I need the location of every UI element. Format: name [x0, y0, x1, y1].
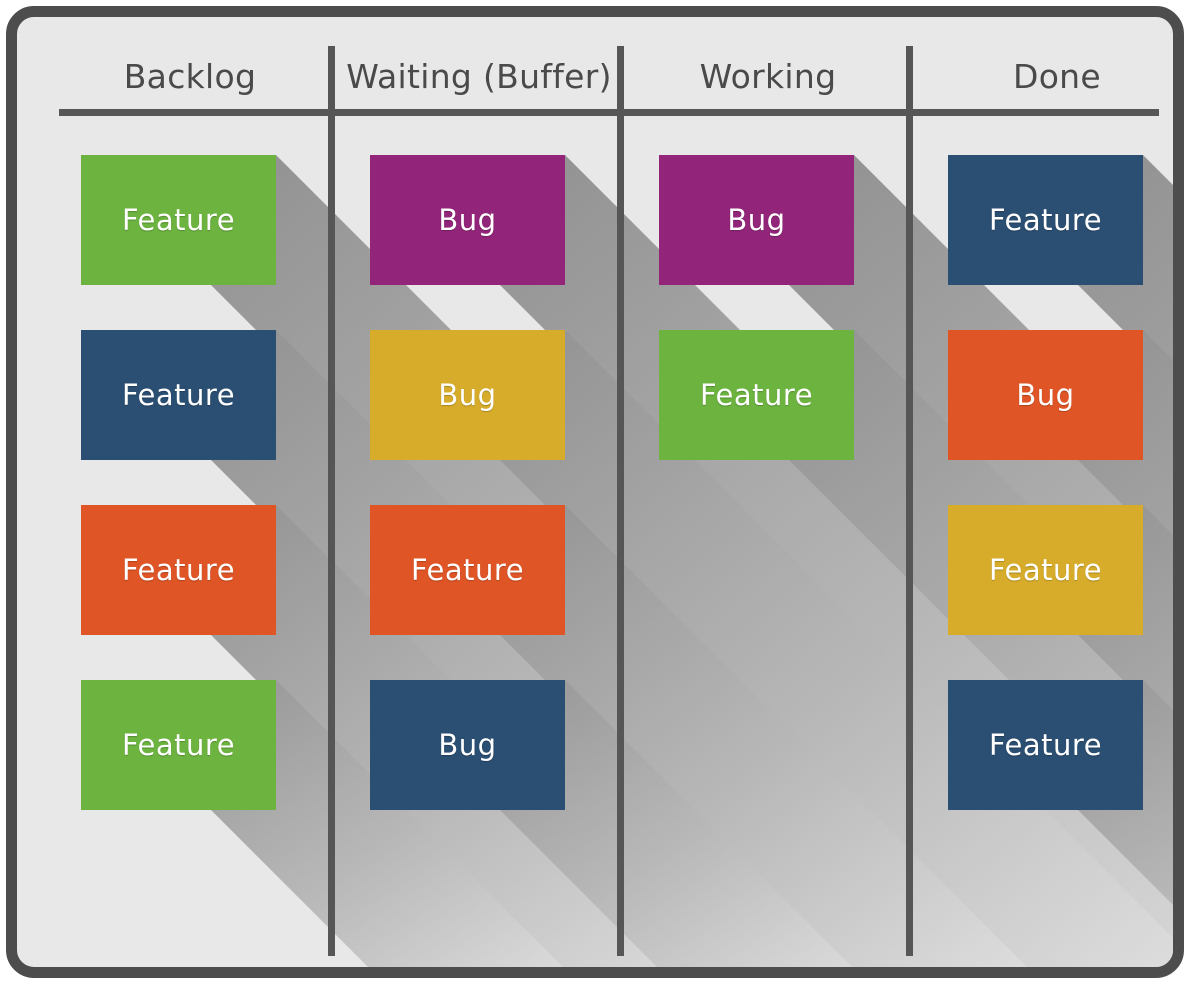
card-bug[interactable]: Bug — [948, 330, 1143, 460]
card-feature[interactable]: Feature — [81, 330, 276, 460]
card-label: Feature — [121, 553, 236, 587]
card-bug[interactable]: Bug — [370, 680, 565, 810]
card-label: Feature — [410, 553, 525, 587]
card-label: Feature — [121, 378, 236, 412]
card-feature[interactable]: Feature — [81, 505, 276, 635]
card-slot: Bug — [948, 330, 1173, 555]
card-label: Bug — [1016, 378, 1075, 412]
card-label: Feature — [121, 203, 236, 237]
column-header-done: Done — [1012, 57, 1102, 96]
card-bug[interactable]: Bug — [370, 330, 565, 460]
card-feature[interactable]: Feature — [659, 330, 854, 460]
card-slot: Feature — [948, 680, 1173, 905]
card-slot: Feature — [81, 505, 738, 967]
card-feature[interactable]: Feature — [948, 680, 1143, 810]
card-label: Feature — [988, 553, 1103, 587]
card-bug[interactable]: Bug — [659, 155, 854, 285]
column-divider-3 — [906, 46, 913, 956]
card-feature[interactable]: Feature — [81, 155, 276, 285]
card-label: Feature — [988, 203, 1103, 237]
column-divider-2 — [617, 46, 624, 956]
card-label: Bug — [727, 203, 786, 237]
card-label: Feature — [988, 728, 1103, 762]
card-label: Feature — [121, 728, 236, 762]
card-label: Feature — [699, 378, 814, 412]
column-header-backlog: Backlog — [123, 57, 257, 96]
card-long-shadow — [948, 680, 1173, 967]
card-bug[interactable]: Bug — [370, 155, 565, 285]
card-feature[interactable]: Feature — [948, 505, 1143, 635]
card-slot: Bug — [370, 680, 852, 967]
card-slot: Feature — [659, 330, 1173, 844]
card-slot: Feature — [948, 505, 1173, 730]
column-header-working: Working — [699, 57, 837, 96]
card-feature[interactable]: Feature — [81, 680, 276, 810]
header-divider-rule — [59, 109, 1159, 116]
card-slot: Feature — [81, 680, 563, 967]
card-label: Bug — [438, 203, 497, 237]
card-long-shadow — [948, 330, 1173, 967]
card-slot: Feature — [370, 505, 1027, 967]
card-long-shadow — [948, 505, 1173, 967]
card-slot: Feature — [81, 330, 913, 967]
card-label: Bug — [438, 728, 497, 762]
card-slot: Bug — [370, 330, 1173, 967]
card-slot: Bug — [370, 155, 1173, 958]
card-long-shadow — [948, 155, 1173, 967]
column-header-waiting-buffer: Waiting (Buffer) — [346, 57, 612, 96]
card-slot: Feature — [81, 155, 1088, 967]
card-slot: Feature — [948, 155, 1173, 380]
column-divider-1 — [328, 46, 335, 956]
card-label: Bug — [438, 378, 497, 412]
card-feature[interactable]: Feature — [370, 505, 565, 635]
card-slot: Bug — [659, 155, 1173, 669]
card-feature[interactable]: Feature — [948, 155, 1143, 285]
